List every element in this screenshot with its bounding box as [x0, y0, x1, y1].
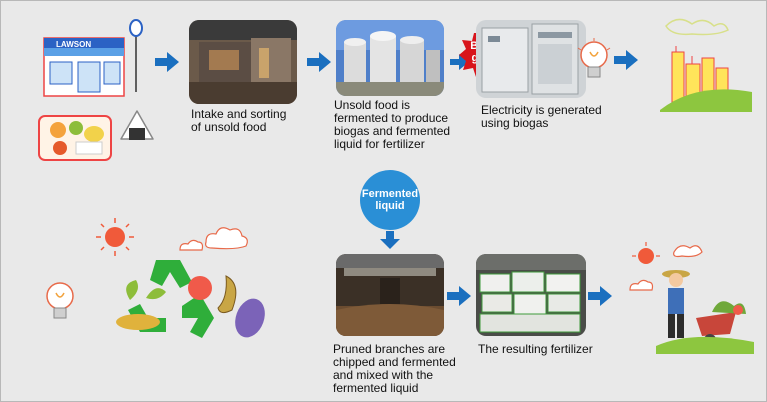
- caption-electricity-line1: Electricity is generated: [481, 103, 602, 117]
- fermented-liquid-line1: Fermented: [361, 188, 419, 200]
- arrow-ferment-to-electricity: [450, 54, 469, 70]
- light-bulb-icon-left: [46, 282, 74, 319]
- caption-electricity: Electricity is generated using biogas: [481, 104, 602, 130]
- photo-intake-sorting: [189, 20, 297, 104]
- sun-illustration: [96, 218, 134, 256]
- caption-pruned-line3: and mixed with the: [333, 368, 434, 382]
- cloud-illustration: [179, 227, 248, 251]
- photo-pruned-branches: [336, 254, 444, 336]
- caption-pruned: Pruned branches are chipped and fermente…: [333, 343, 456, 395]
- caption-fermentation-line3: biogas and fermented: [334, 124, 451, 138]
- onigiri-illustration: [120, 110, 154, 140]
- arrow-pruned-to-fertilizer: [447, 286, 471, 306]
- convenience-store-illustration: LAWSON: [43, 19, 143, 97]
- caption-fermentation: Unsold food is fermented to produce biog…: [334, 99, 450, 151]
- caption-fermentation-line4: liquid for fertilizer: [334, 137, 425, 151]
- caption-pruned-line2: chipped and fermented: [333, 355, 456, 369]
- caption-pruned-line4: fermented liquid: [333, 381, 419, 395]
- recycle-symbol-illustration: [116, 260, 265, 338]
- city-on-hill-illustration: [660, 18, 752, 112]
- caption-electricity-line2: using biogas: [481, 116, 549, 130]
- caption-fertilizer: The resulting fertilizer: [478, 343, 593, 356]
- light-bulb-icon: [577, 38, 611, 78]
- photo-fermentation-plant: [336, 20, 444, 96]
- caption-intake: Intake and sorting of unsold food: [191, 108, 286, 134]
- farmer-with-wheelbarrow-illustration: [629, 242, 754, 354]
- fermented-liquid-line2: liquid: [375, 200, 405, 212]
- caption-pruned-line1: Pruned branches are: [333, 342, 446, 356]
- arrow-intake-to-ferment: [307, 52, 331, 72]
- caption-fermentation-line2: fermented to produce: [334, 111, 449, 125]
- store-sign-text: LAWSON: [56, 40, 91, 49]
- arrow-down-to-pruned: [380, 231, 400, 249]
- caption-intake-line1: Intake and sorting: [191, 107, 287, 121]
- arrow-fertilizer-to-farm: [588, 286, 612, 306]
- caption-intake-line2: of unsold food: [191, 120, 267, 134]
- photo-fertilizer-bags: [476, 254, 586, 336]
- arrow-electricity-to-city: [614, 50, 638, 70]
- photo-generator: [476, 20, 586, 98]
- caption-fermentation-line1: Unsold food is: [334, 98, 411, 112]
- bento-box-illustration: [38, 115, 112, 161]
- caption-fertilizer-line1: The resulting fertilizer: [478, 342, 593, 356]
- fermented-liquid-circle: Fermented liquid: [360, 170, 420, 230]
- arrow-store-to-intake: [155, 52, 179, 72]
